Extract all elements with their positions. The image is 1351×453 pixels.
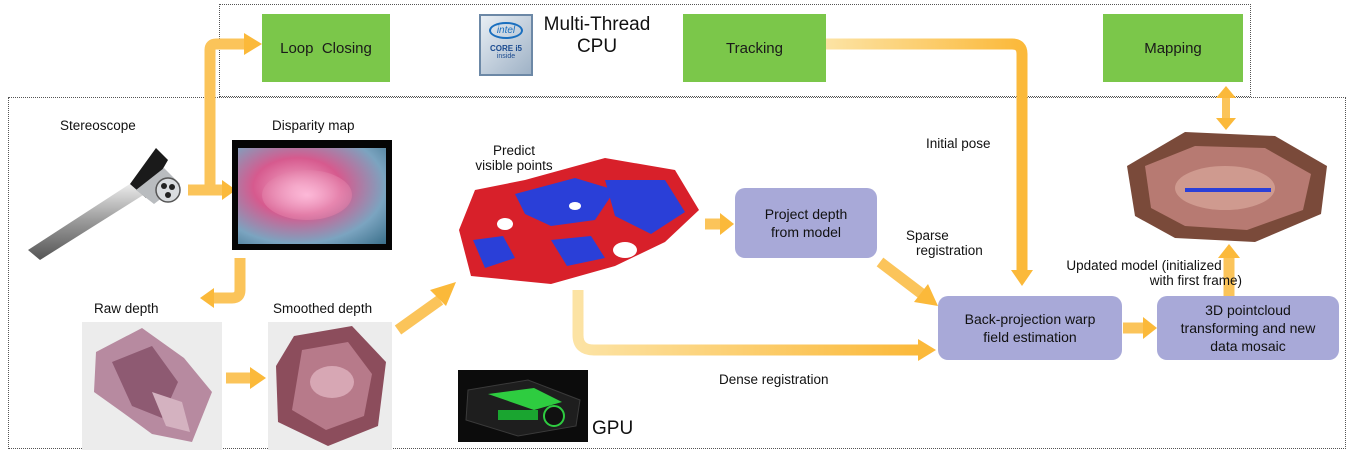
predict-visible-points-image: [459, 158, 699, 284]
arrowhead: [250, 367, 266, 389]
project-depth-line2: from model: [770, 224, 842, 240]
arrowhead: [200, 288, 214, 308]
project-depth-line1: Project depth: [764, 206, 848, 222]
mapping-box: Mapping: [1103, 14, 1243, 82]
sparse-line2: registration: [916, 243, 983, 258]
loop-closing-label: Loop Closing: [280, 39, 372, 57]
tracking-label: Tracking: [726, 39, 783, 57]
smoothed-depth-image: [268, 322, 392, 450]
arrowhead: [1216, 118, 1236, 130]
smoothed-depth-title: Smoothed depth: [273, 301, 373, 316]
updated-model-label: Updated model (initialized with first fr…: [1046, 258, 1242, 288]
gpu-card-image: [458, 370, 588, 442]
disparity-map-image: [232, 140, 392, 250]
arrow-disparity-to-rawdepth: [214, 258, 246, 304]
arrowhead: [1011, 270, 1033, 286]
raw-depth-image: [82, 322, 222, 450]
backprojection-line2: field estimation: [983, 329, 1077, 345]
predict-title: Predict visible points: [454, 143, 574, 173]
cpu-label-line1: Multi-Thread: [543, 14, 651, 35]
arrowhead: [918, 339, 936, 361]
pointcloud-line3: data mosaic: [1210, 338, 1286, 354]
cpu-group-frame: [219, 4, 1251, 97]
predict-title-line1: Predict: [492, 143, 536, 158]
arrowhead: [720, 213, 734, 235]
pointcloud-line1: 3D pointcloud: [1205, 302, 1291, 318]
arrowhead: [430, 282, 456, 306]
project-depth-box: Project depth from model: [735, 188, 877, 258]
arrowhead: [1216, 86, 1236, 98]
arrowhead: [914, 284, 938, 306]
cpu-label-line2: CPU: [576, 36, 618, 57]
arrow-dense-registration: [572, 290, 918, 356]
updated-model-image: [1127, 132, 1327, 242]
dense-registration-label: Dense registration: [719, 372, 829, 387]
arrow-tracking-initial-pose: [826, 38, 1028, 270]
arrowhead: [1143, 317, 1157, 339]
intel-logo-oval: intel: [489, 22, 523, 39]
initial-pose-label: Initial pose: [926, 136, 991, 151]
inside-text: inside: [496, 53, 516, 60]
sparse-line1: Sparse: [906, 228, 949, 243]
updated-line1: Updated model (initialized: [1066, 258, 1222, 273]
sparse-registration-label: Sparse registration: [866, 228, 996, 258]
arrowhead: [244, 33, 262, 55]
intel-core-i5-logo: intel CORE i5 inside: [479, 14, 533, 76]
gpu-label: GPU: [592, 418, 634, 439]
stereoscope-title: Stereoscope: [60, 118, 136, 133]
loop-closing-box: Loop Closing: [262, 14, 390, 82]
stereoscope-image: [18, 140, 186, 260]
gpu-group-frame: [8, 97, 1346, 449]
arrow-sparse-registration: [876, 257, 926, 299]
arrowhead: [1218, 244, 1240, 258]
cpu-label: Multi-Thread CPU: [538, 14, 656, 58]
arrowhead: [222, 180, 236, 200]
raw-depth-title: Raw depth: [94, 301, 159, 316]
pointcloud-box: 3D pointcloud transforming and new data …: [1157, 296, 1339, 360]
mapping-label: Mapping: [1144, 39, 1202, 57]
core-i5-text: CORE i5: [489, 44, 522, 53]
predict-title-line2: visible points: [475, 158, 553, 173]
disparity-map-title: Disparity map: [272, 118, 355, 133]
updated-line2: with first frame): [1149, 273, 1242, 288]
backprojection-box: Back-projection warp field estimation: [938, 296, 1122, 360]
backprojection-line1: Back-projection warp: [964, 311, 1096, 327]
arrow-smoothed-to-predict: [394, 295, 444, 335]
pointcloud-line2: transforming and new: [1180, 320, 1316, 336]
tracking-box: Tracking: [683, 14, 826, 82]
